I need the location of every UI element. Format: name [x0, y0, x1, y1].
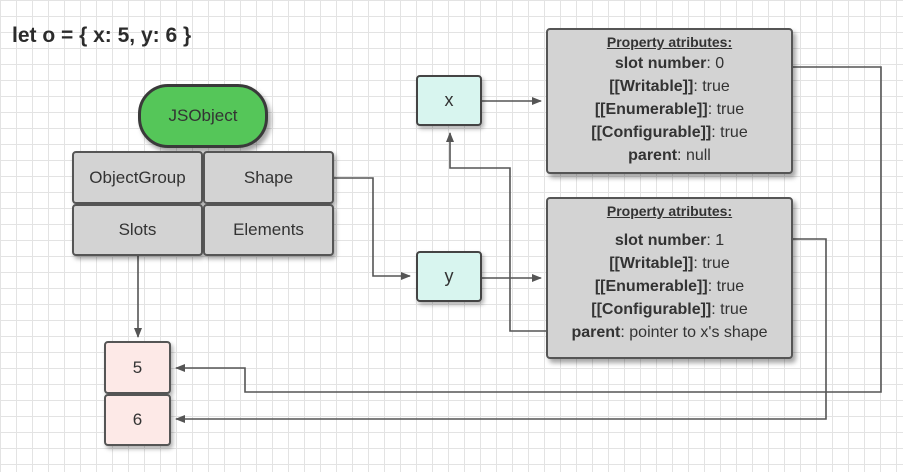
property-row: parent: null	[628, 147, 711, 164]
elements-field: Elements	[203, 204, 334, 256]
property-row: [[Enumerable]]: true	[594, 101, 745, 118]
property-row: parent: pointer to x's shape	[571, 324, 768, 341]
property-row: [[Configurable]]: true	[591, 124, 748, 141]
property-attributes-x: Property atributes: slot number: 0 [[Wri…	[546, 28, 793, 174]
object-group-field: ObjectGroup	[72, 151, 203, 204]
shape-to-y-arrow	[333, 177, 411, 280]
property-attributes-header: Property atributes:	[606, 34, 733, 50]
property-row: [[Writable]]: true	[609, 255, 730, 272]
property-row: [[Writable]]: true	[609, 78, 730, 95]
propy-parent-to-x-arrow	[446, 132, 548, 332]
property-row: [[Configurable]]: true	[591, 301, 748, 318]
property-row: slot number: 1	[614, 232, 725, 249]
shape-node-x: x	[416, 75, 482, 126]
property-attributes-y: Property atributes: slot number: 1 [[Wri…	[546, 197, 793, 359]
shape-node-y: y	[416, 251, 482, 302]
property-row: [[Enumerable]]: true	[594, 278, 745, 295]
propy-to-slot6-arrow	[175, 238, 827, 423]
slots-field: Slots	[72, 204, 203, 256]
shape-field: Shape	[203, 151, 334, 204]
propx-to-slot5-arrow	[175, 66, 882, 393]
slot-value-5: 5	[104, 341, 171, 394]
property-attributes-header: Property atributes:	[606, 203, 733, 219]
code-title: let o = { x: 5, y: 6 }	[12, 24, 192, 47]
slot-value-6: 6	[104, 394, 171, 446]
js-object-node: JSObject	[138, 84, 268, 148]
property-row: slot number: 0	[614, 55, 725, 72]
